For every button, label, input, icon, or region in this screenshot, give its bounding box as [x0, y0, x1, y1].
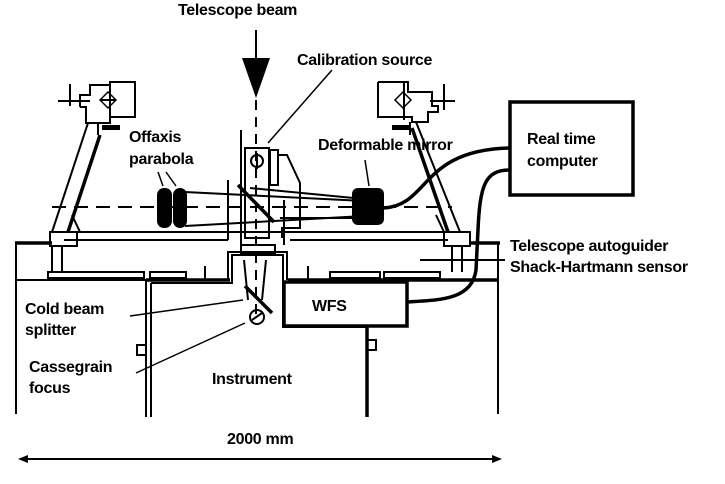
top-plate [15, 231, 500, 280]
deformable-mirror [352, 159, 384, 225]
label-wfs: WFS [312, 298, 347, 315]
label-autoguider-2: Shack-Hartmann sensor [510, 259, 688, 276]
label-deformable-mirror: Deformable mirror [318, 137, 453, 154]
label-cold-beam-1: Cold beam [25, 301, 104, 318]
label-autoguider-1: Telescope autoguider [510, 238, 668, 255]
central-optics [227, 130, 301, 254]
telescope-beam-arrow [242, 30, 270, 320]
label-instrument: Instrument [212, 371, 293, 388]
left-mount [49, 81, 136, 272]
cables [383, 146, 511, 304]
realtime-computer-box [508, 100, 635, 197]
label-dimension: 2000 mm [227, 431, 293, 448]
label-cassegrain-1: Cassegrain [29, 359, 112, 376]
wfs-box [282, 280, 409, 328]
calibration-source-leader [267, 69, 333, 144]
offaxis-parabolas [157, 171, 187, 228]
dimension-arrow [18, 455, 502, 463]
label-telescope-beam: Telescope beam [178, 2, 297, 19]
label-calibration-source: Calibration source [297, 52, 432, 69]
label-offaxis-2: parabola [129, 151, 194, 168]
label-realtime-1: Real time [527, 131, 596, 148]
label-cassegrain-2: focus [29, 380, 71, 397]
label-cold-beam-2: splitter [25, 322, 76, 339]
cassegrain-leader [135, 322, 246, 374]
cold-beam-splitter [243, 259, 274, 325]
cold-beam-leader [129, 299, 244, 317]
label-realtime-2: computer [527, 153, 598, 170]
label-offaxis-1: Offaxis [129, 129, 182, 146]
right-mount [377, 81, 471, 272]
